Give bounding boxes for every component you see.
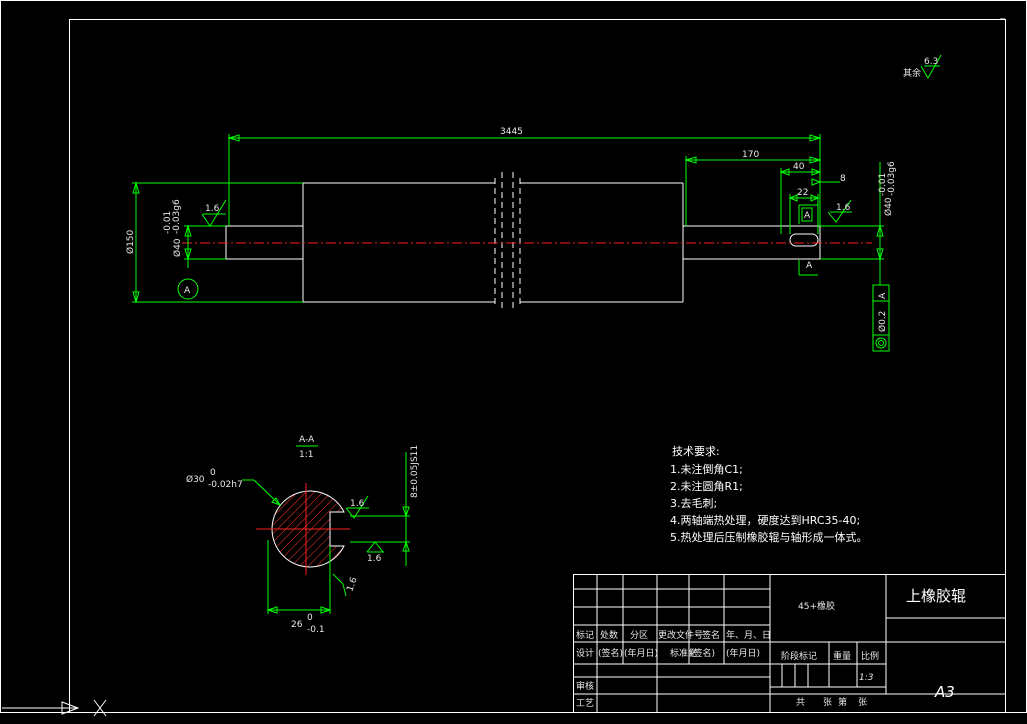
section-marker-bottom: A bbox=[798, 260, 818, 276]
tb-material: 45+橡胶 bbox=[798, 600, 835, 612]
svg-text:A: A bbox=[184, 286, 191, 296]
svg-text:-0.02h7: -0.02h7 bbox=[208, 480, 243, 490]
svg-text:设计: 设计 bbox=[576, 647, 594, 659]
section-dia-text: Ø30 bbox=[186, 474, 205, 485]
geometric-tolerance-frame: A Ø0.2 bbox=[872, 259, 890, 352]
title-block: 45+橡胶 上橡胶辊 A3 1:3 标记 处数 分区 更改文件号 签名 年、月、… bbox=[573, 574, 1006, 713]
tb-part-name: 上橡胶辊 bbox=[906, 587, 966, 605]
svg-text:-0.01: -0.01 bbox=[163, 211, 173, 234]
section-title: A-A bbox=[299, 435, 315, 445]
general-roughness-value: 6.3 bbox=[924, 57, 938, 67]
tech-heading: 技术要求: bbox=[672, 445, 720, 458]
ucs-icon bbox=[2, 699, 107, 717]
svg-text:1.6: 1.6 bbox=[367, 554, 382, 564]
svg-text:年、月、日: 年、月、日 bbox=[726, 629, 771, 641]
keyway-width-text: 8±0.05JS11 bbox=[410, 445, 420, 498]
tech-requirements: 技术要求: 1.未注倒角C1; 2.未注圆角R1; 3.去毛刺; 4.两轴端热处… bbox=[670, 445, 868, 544]
dim-right-journal-dia: Ø40 -0.01 -0.03g6 bbox=[820, 161, 897, 261]
tb-sheet-size: A3 bbox=[934, 683, 955, 701]
svg-text:A: A bbox=[806, 261, 813, 271]
svg-text:共: 共 bbox=[796, 697, 805, 708]
dim-key-width-text: 8 bbox=[840, 174, 846, 184]
svg-text:(签名): (签名) bbox=[598, 647, 623, 659]
dim-key-width: 8 bbox=[811, 174, 846, 186]
right-journal-dia-text: Ø40 bbox=[883, 197, 894, 216]
svg-text:-0.1: -0.1 bbox=[307, 625, 325, 635]
general-roughness-prefix: 其余 bbox=[903, 67, 921, 79]
svg-text:1.6: 1.6 bbox=[345, 576, 359, 593]
svg-text:-0.03g6: -0.03g6 bbox=[172, 199, 182, 234]
svg-text:张: 张 bbox=[858, 697, 867, 708]
svg-text:比例: 比例 bbox=[861, 650, 879, 662]
svg-text:标准化: 标准化 bbox=[670, 647, 697, 659]
svg-text:1.6: 1.6 bbox=[350, 499, 365, 509]
dim-key-length: 22 bbox=[788, 188, 820, 234]
svg-text:(年月日): (年月日) bbox=[726, 647, 760, 659]
right-journal-roughness: 1.6 bbox=[827, 199, 852, 223]
dim-key-offset: 40 bbox=[779, 162, 822, 234]
svg-text:标记: 标记 bbox=[576, 629, 594, 641]
svg-text:工艺: 工艺 bbox=[576, 698, 594, 709]
svg-text:(签名): (签名) bbox=[690, 647, 715, 659]
svg-text:更改文件号: 更改文件号 bbox=[658, 629, 703, 641]
dim-right-segment: 170 bbox=[684, 150, 822, 226]
svg-text:张: 张 bbox=[823, 697, 832, 708]
svg-text:-0.03g6: -0.03g6 bbox=[887, 161, 897, 196]
svg-text:0: 0 bbox=[210, 468, 216, 478]
svg-text:A: A bbox=[804, 211, 811, 221]
svg-text:阶段标记: 阶段标记 bbox=[781, 650, 817, 662]
tech-item-1: 1.未注倒角C1; bbox=[670, 462, 743, 476]
dim-key-offset-text: 40 bbox=[793, 162, 805, 172]
dim-right-segment-text: 170 bbox=[742, 150, 759, 160]
dim-shaft-diameter: Ø150 bbox=[125, 181, 303, 304]
svg-text:审核: 审核 bbox=[576, 680, 594, 692]
shaft-diameter-text: Ø150 bbox=[125, 229, 136, 254]
keyway-depth-text: 26 bbox=[291, 620, 303, 630]
svg-text:(年月日): (年月日) bbox=[624, 647, 658, 659]
shaft-main-view bbox=[182, 172, 872, 310]
section-marker-top: A bbox=[798, 204, 818, 224]
gt-value: Ø0.2 bbox=[877, 311, 888, 332]
svg-text:处数: 处数 bbox=[600, 629, 618, 641]
dim-total-length-text: 3445 bbox=[500, 127, 523, 137]
gt-datum: A bbox=[878, 292, 888, 299]
svg-text:0: 0 bbox=[307, 613, 313, 623]
section-scale: 1:1 bbox=[299, 450, 313, 460]
svg-text:签名: 签名 bbox=[702, 629, 720, 641]
tech-item-2: 2.未注圆角R1; bbox=[670, 479, 743, 493]
datum-a-marker: A bbox=[177, 278, 199, 300]
svg-text:重量: 重量 bbox=[833, 650, 851, 662]
tech-item-4: 4.两轴端热处理，硬度达到HRC35-40; bbox=[670, 513, 860, 527]
general-roughness-symbol: 其余 6.3 bbox=[903, 54, 942, 80]
dim-left-journal-dia: Ø40 -0.01 -0.03g6 bbox=[163, 199, 226, 268]
tb-scale-value: 1:3 bbox=[859, 673, 874, 683]
section-view-aa: A-A 1:1 8±0.05JS11 1.6 1.6 1.6 bbox=[186, 435, 420, 635]
tech-item-3: 3.去毛刺; bbox=[670, 497, 717, 510]
tech-item-5: 5.热处理后压制橡胶辊与轴形成一体式。 bbox=[670, 530, 868, 544]
left-journal-dia-text: Ø40 bbox=[172, 238, 183, 257]
left-journal-roughness: 1.6 bbox=[201, 199, 227, 227]
svg-text:第: 第 bbox=[838, 696, 847, 708]
right-roughness-value: 1.6 bbox=[836, 203, 851, 213]
svg-text:-0.01: -0.01 bbox=[878, 173, 888, 196]
dim-key-length-text: 22 bbox=[797, 188, 808, 198]
dim-total-length: 3445 bbox=[227, 127, 822, 226]
left-roughness-value: 1.6 bbox=[205, 204, 220, 214]
svg-text:分区: 分区 bbox=[630, 630, 648, 641]
inner-frame bbox=[69, 19, 1006, 713]
